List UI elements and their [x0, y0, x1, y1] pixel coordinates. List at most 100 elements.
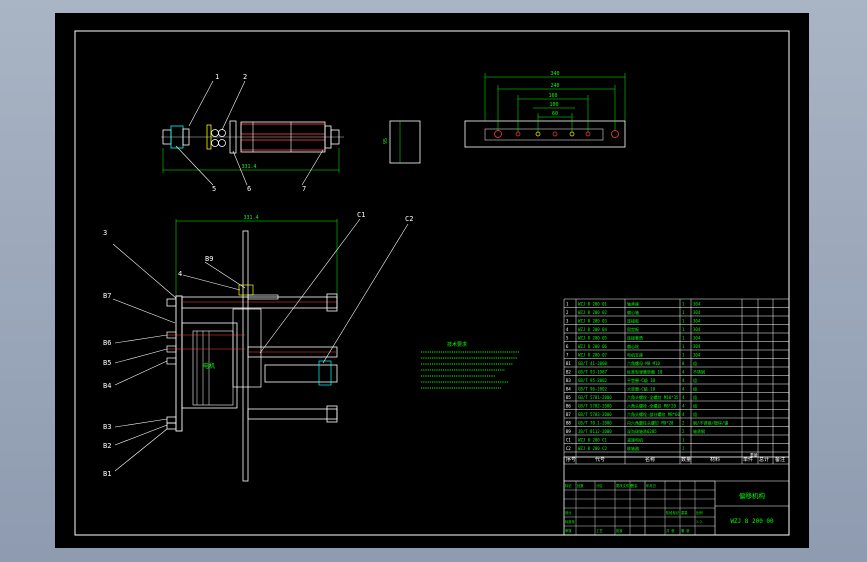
- bom-cell-code: GB/T 70.1-2000: [578, 420, 612, 425]
- bom-cell-seq: B5: [566, 395, 571, 400]
- bom-header: 单件: [743, 456, 753, 463]
- footer-cell: 年月日: [646, 483, 656, 488]
- bom-cell-code: GB/T 93-1987: [578, 369, 607, 374]
- footer-cell: 签名: [631, 483, 638, 488]
- bom-cell-material: 组: [693, 411, 697, 417]
- bom-cell-seq: 2: [566, 310, 569, 315]
- drawing-sheet: 331.4 1 2 5 6 7: [55, 13, 809, 548]
- footer-cell: 处数: [577, 483, 584, 488]
- bom-cell-name: 联轴器: [627, 445, 639, 451]
- drawing-frame: [74, 30, 790, 536]
- balloon-b7: B7: [103, 292, 111, 300]
- bom-cell-code: WZJ 8 200 C1: [578, 437, 607, 442]
- bom-cell-name: 连接板: [627, 317, 639, 323]
- footer-cell: 标记: [565, 483, 572, 488]
- footer-cell: 设计: [565, 510, 572, 515]
- bom-cell-seq: 3: [566, 318, 569, 323]
- bom-cell-name: 轴承座: [627, 300, 639, 306]
- bom-cell-material: 组: [693, 394, 697, 400]
- bom-cell-seq: 5: [566, 335, 569, 340]
- balloon-c1: C1: [357, 211, 365, 219]
- bom-cell-material: 钢/不锈钢/镀锌/镍: [693, 419, 728, 425]
- footer-cell: 1:2: [696, 520, 702, 524]
- plate-dim-mid: 160: [548, 93, 557, 99]
- footer-cell: 第 张: [681, 528, 690, 533]
- bom-cell-seq: B3: [566, 378, 571, 383]
- bom-cell-material: 304: [693, 335, 701, 340]
- plate-view: 340 240 160 100 60 95: [383, 71, 626, 164]
- balloon-b1: B1: [103, 470, 111, 478]
- bom-cell-material: 304: [693, 318, 701, 323]
- bom-cell-qty: 1: [682, 327, 685, 332]
- main-view-dimension: 331.4: [243, 215, 258, 221]
- bom-cell-code: GB/T 95-2002: [578, 378, 607, 383]
- bom-cell-qty: 4: [682, 412, 685, 417]
- bom-header: 代号: [595, 456, 605, 463]
- bom-cell-material: 304: [693, 352, 701, 357]
- bom-cell-seq: B6: [566, 403, 571, 408]
- tech-notes-title: 技术要求: [447, 341, 467, 348]
- bom-cell-qty: 1: [682, 301, 685, 306]
- bom-cell-name: 六角头螺栓-全螺纹 M8*20: [627, 402, 676, 408]
- plate-dim-inner: 240: [550, 83, 559, 89]
- bom-cell-seq: B8: [566, 420, 571, 425]
- bom-cell-qty: 1: [682, 310, 685, 315]
- bom-cell-name: 大垫圈-C级 10: [627, 385, 656, 391]
- main-view: 331.4 电机: [103, 211, 413, 482]
- plate-dim-height: 95: [383, 138, 389, 144]
- bom-cell-material: 304: [693, 301, 701, 306]
- bom-cell-material: 组: [693, 377, 697, 383]
- bom-cell-name: 六角头螺栓-全螺纹 M10*35: [627, 394, 679, 400]
- top-view-dimension: 331.4: [241, 164, 256, 170]
- bom-cell-code: GB/T 5782-2000: [578, 403, 612, 408]
- bom-cell-code: GB/T 41-2000: [578, 361, 607, 366]
- balloon-b3: B3: [103, 423, 111, 431]
- bom-cell-code: GB/T 5781-2000: [578, 395, 612, 400]
- footer-cell: 比例: [696, 510, 703, 515]
- cad-drawing: 331.4 1 2 5 6 7: [74, 30, 790, 536]
- footer-cell: 更改文件号: [616, 483, 633, 488]
- bom-cell-material: 304: [693, 344, 701, 349]
- bom-cell-seq: B1: [566, 361, 571, 366]
- balloon-3: 3: [103, 229, 107, 237]
- footer-cell: 标准化: [565, 519, 576, 524]
- bom-cell-qty: 4: [682, 369, 685, 374]
- bom-cell-name: 偏心轴: [627, 309, 639, 315]
- bom-cell-qty: 4: [682, 395, 685, 400]
- bom-cell-code: WZJ 8 200 06: [578, 344, 607, 349]
- bom-cell-seq: 4: [566, 327, 569, 332]
- bom-cell-seq: B9: [566, 429, 571, 434]
- balloon-7: 7: [302, 185, 306, 193]
- bom-cell-material: 组: [693, 385, 697, 391]
- title-footer-grid: 标记处数分区更改文件号签名年月日设计标准化审核工艺批准阶段标记重量比例共 张第 …: [564, 480, 715, 535]
- bom-cell-qty: 1: [682, 335, 685, 340]
- motor-label: 电机: [203, 362, 215, 370]
- bom-cell-qty: 4: [682, 378, 685, 383]
- bom-header-weight: 重量: [750, 453, 758, 458]
- bom-cell-material: 轴承钢: [693, 428, 705, 434]
- bom-cell-name: 内六角圆柱头螺钉 M8*20: [627, 419, 674, 425]
- drawing-number: WZJ 8 200 00: [730, 518, 774, 525]
- bom-cell-qty: 2: [682, 420, 685, 425]
- bom-cell-qty: 8: [682, 361, 685, 366]
- bom-cell-seq: C2: [566, 446, 571, 451]
- bom-cell-name: 固定板: [627, 326, 639, 332]
- bom-cell-name: 标准型弹簧垫圈 10: [627, 368, 663, 374]
- technical-notes: 技术要求: [421, 341, 519, 389]
- bom-cell-seq: 7: [566, 352, 569, 357]
- plate-dim-total: 340: [550, 71, 559, 77]
- bom-cell-code: WZJ 8 200 05: [578, 335, 607, 340]
- bom-table: 1 WZJ 8 200 01 轴承座 1 304 2 WZJ 8 200 02 偏心轴 1 304…: [563, 298, 790, 465]
- bom-cell-code: WZJ 8 200 01: [578, 301, 607, 306]
- bom-cell-material: 组: [693, 402, 697, 408]
- bom-cell-seq: B2: [566, 369, 571, 374]
- plate-dim-tiny: 60: [552, 111, 558, 117]
- bom-cell-code: WZJ 8 200 02: [578, 310, 607, 315]
- bom-cell-qty: 1: [682, 437, 685, 442]
- bom-header: 序号: [566, 456, 576, 463]
- bom-cell-name: 减速电机: [627, 436, 643, 442]
- bom-cell-qty: 1: [682, 352, 685, 357]
- top-view: 331.4 1 2 5 6 7: [161, 73, 344, 193]
- bom-header: 总计: [759, 456, 769, 463]
